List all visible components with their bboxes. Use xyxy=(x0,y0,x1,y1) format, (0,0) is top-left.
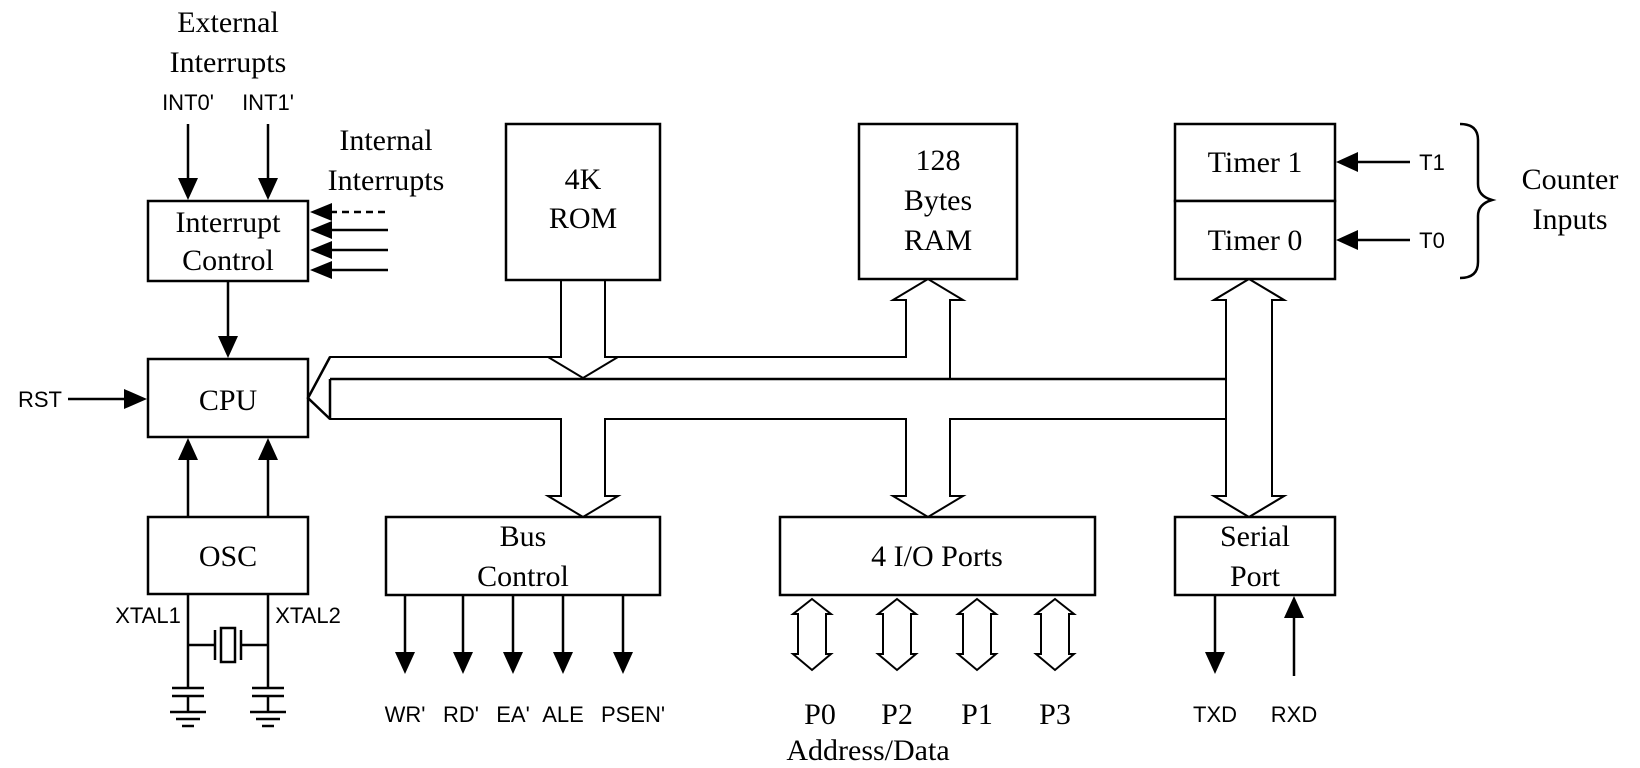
ram-label-2: Bytes xyxy=(904,184,972,217)
internal-interrupts-label-1: Internal xyxy=(339,124,432,157)
counter-inputs-label-2: Inputs xyxy=(1533,203,1608,236)
bus-control-label-1: Bus xyxy=(500,520,547,553)
rst-label: RST xyxy=(18,387,62,412)
io-ports-label: 4 I/O Ports xyxy=(871,540,1003,573)
bus-control-block xyxy=(384,515,662,597)
bus-signal-ea: EA' xyxy=(496,702,530,727)
bus-control-output-arrows xyxy=(395,595,633,674)
ram-block xyxy=(857,122,1019,281)
address-data-label: Address/Data xyxy=(786,734,949,767)
bus-signal-rd: RD' xyxy=(443,702,479,727)
bus-signal-wr: WR' xyxy=(385,702,426,727)
rxd-label: RXD xyxy=(1271,702,1317,727)
osc-to-cpu-arrows xyxy=(178,438,278,516)
rom-to-bus-arrow xyxy=(544,279,622,380)
int0-label: INT0' xyxy=(162,90,214,115)
ram-label-3: RAM xyxy=(904,224,972,257)
io-ports-block xyxy=(778,515,1097,597)
counter-inputs-brace xyxy=(1459,122,1497,280)
int1-label: INT1' xyxy=(242,90,294,115)
int1-arrow xyxy=(258,124,278,200)
t0-label: T0 xyxy=(1419,228,1445,253)
rst-arrow xyxy=(68,389,147,409)
t1-arrow xyxy=(1336,152,1410,172)
bus-signal-psen: PSEN' xyxy=(601,702,665,727)
internal-bus-inner xyxy=(328,377,1226,419)
port-p2: P2 xyxy=(881,698,913,731)
rxd-arrow xyxy=(1284,596,1304,676)
timer0-label: Timer 0 xyxy=(1208,224,1303,257)
timer-to-serial-bus xyxy=(1210,277,1288,519)
rom-block xyxy=(504,122,662,282)
timer1-block xyxy=(1173,122,1337,203)
serial-port-block xyxy=(1173,515,1337,597)
rom-label-1: 4K xyxy=(565,163,602,196)
serial-port-label-1: Serial xyxy=(1220,520,1290,553)
cpu-label: CPU xyxy=(199,384,258,417)
timer0-block xyxy=(1173,199,1337,281)
internal-interrupt-arrows xyxy=(310,203,388,279)
cpu-bus-arrowhead xyxy=(306,356,332,420)
cpu-block xyxy=(146,357,310,439)
timer1-label: Timer 1 xyxy=(1208,146,1303,179)
port-p3: P3 xyxy=(1039,698,1071,731)
ram-label-1: 128 xyxy=(916,144,961,177)
crystal-circuit xyxy=(170,594,286,728)
interrupt-to-cpu-arrow xyxy=(218,281,238,358)
interrupt-control-label-1: Interrupt xyxy=(176,206,282,239)
osc-label: OSC xyxy=(199,540,257,573)
int0-arrow xyxy=(178,124,198,200)
rom-label-2: ROM xyxy=(549,202,617,235)
external-interrupts-label-2: Interrupts xyxy=(170,46,287,79)
xtal2-label: XTAL2 xyxy=(275,603,341,628)
txd-label: TXD xyxy=(1193,702,1237,727)
t1-label: T1 xyxy=(1419,150,1445,175)
external-interrupts-label-1: External xyxy=(177,6,279,39)
interrupt-control-label-2: Control xyxy=(182,244,274,277)
bus-control-label-2: Control xyxy=(477,560,569,593)
bus-signal-ale: ALE xyxy=(542,702,584,727)
interrupt-control-block xyxy=(146,199,310,283)
txd-arrow xyxy=(1205,595,1225,674)
t0-arrow xyxy=(1336,230,1410,250)
osc-block xyxy=(146,515,310,596)
port-p0: P0 xyxy=(804,698,836,731)
xtal1-label: XTAL1 xyxy=(115,603,181,628)
serial-port-label-2: Port xyxy=(1230,560,1281,593)
port-bidirectional-arrows xyxy=(790,597,1077,672)
internal-interrupts-label-2: Interrupts xyxy=(328,164,445,197)
internal-bus xyxy=(306,277,1288,519)
counter-inputs-label-1: Counter xyxy=(1522,163,1619,196)
port-p1: P1 xyxy=(961,698,993,731)
